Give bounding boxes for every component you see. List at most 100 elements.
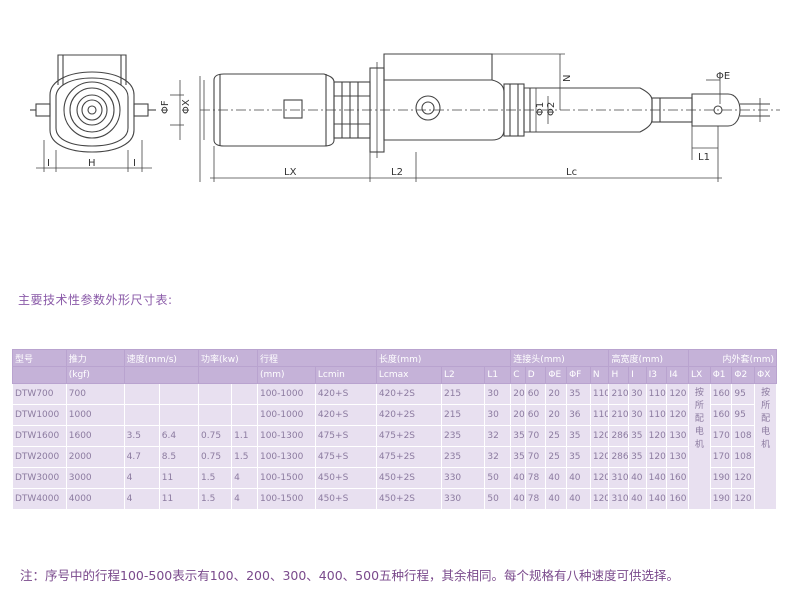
- cell-lcmax: 420+2S: [375, 383, 442, 405]
- label-O2: Φ2: [546, 102, 557, 116]
- cell-oe: 25: [545, 446, 568, 468]
- cell-speed2: 8.5: [158, 446, 200, 468]
- cell-o2: 120: [731, 488, 756, 510]
- cell-stroke: 100-1300: [256, 425, 316, 447]
- cell-d: 60: [524, 404, 547, 426]
- cell-i: 35: [628, 446, 647, 468]
- cell-l2: 235: [440, 446, 486, 468]
- header-o1: Φ1: [709, 366, 733, 384]
- cell-ox-merged: 按所配电机: [754, 383, 777, 510]
- header-connector: 连接头(mm): [510, 349, 610, 367]
- cell-n: 120: [589, 488, 610, 510]
- cell-d: 60: [524, 383, 547, 405]
- header-h: H: [608, 366, 630, 384]
- cell-d: 70: [524, 446, 547, 468]
- cell-thrust: 1600: [65, 425, 125, 447]
- cell-speed2: [158, 383, 200, 405]
- cell-power1: 1.5: [198, 467, 233, 489]
- label-I-left: I: [47, 158, 50, 169]
- cell-o1: 160: [709, 404, 733, 426]
- cell-stroke: 100-1500: [256, 467, 316, 489]
- table-row: DTW2000 2000 4.7 8.5 0.75 1.5 100-1300 4…: [12, 446, 777, 468]
- header-i: I: [628, 366, 647, 384]
- cell-speed1: [123, 383, 160, 405]
- header-lx: LX: [688, 366, 711, 384]
- header-stroke: 行程: [256, 349, 377, 367]
- cell-power2: 1.5: [231, 446, 258, 468]
- header-ox: ΦX: [754, 366, 777, 384]
- cell-stroke: 100-1000: [256, 404, 316, 426]
- actuator-technical-drawing: H I I ΦX ΦF LX L2 Lc N ΦE Φ1 Φ2 L1: [30, 53, 780, 182]
- header-c: C: [510, 366, 526, 384]
- cell-power2: 1.1: [231, 425, 258, 447]
- cell-c: 40: [510, 467, 526, 489]
- cell-h: 210: [608, 404, 630, 426]
- cell-stroke: 100-1000: [256, 383, 316, 405]
- cell-n: 120: [589, 467, 610, 489]
- cell-model: DTW700: [12, 383, 67, 405]
- cell-o1: 160: [709, 383, 733, 405]
- cell-l2: 215: [440, 383, 486, 405]
- cell-speed2: 11: [158, 467, 200, 489]
- cell-speed2: 6.4: [158, 425, 200, 447]
- cell-l1: 50: [484, 467, 512, 489]
- table-row: DTW1600 1600 3.5 6.4 0.75 1.1 100-1300 4…: [12, 425, 777, 447]
- header-mm: (mm): [256, 366, 316, 384]
- header-l2: L2: [440, 366, 486, 384]
- cell-lcmin: 475+S: [314, 446, 377, 468]
- cell-l2: 235: [440, 425, 486, 447]
- cell-d: 70: [524, 425, 547, 447]
- header-lcmin: Lcmin: [314, 366, 377, 384]
- cell-o1: 190: [709, 467, 733, 489]
- cell-n: 120: [589, 425, 610, 447]
- table-row: DTW700 700 100-1000 420+S 420+2S 215 30 …: [12, 383, 777, 510]
- cell-lcmin: 450+S: [314, 488, 377, 510]
- cell-h: 210: [608, 383, 630, 405]
- header-model: 型号: [12, 349, 67, 367]
- cell-lcmin: 475+S: [314, 425, 377, 447]
- spec-table-body: DTW700 700 100-1000 420+S 420+2S 215 30 …: [12, 383, 777, 510]
- header-l1: L1: [484, 366, 512, 384]
- cell-c: 20: [510, 404, 526, 426]
- cell-oe: 20: [545, 383, 568, 405]
- section-title: 主要技术性参数外形尺寸表:: [18, 293, 173, 307]
- cell-lcmin: 450+S: [314, 467, 377, 489]
- cell-model: DTW3000: [12, 467, 67, 489]
- label-H: H: [88, 158, 96, 169]
- cell-l1: 32: [484, 425, 512, 447]
- cell-l2: 215: [440, 404, 486, 426]
- cell-d: 78: [524, 488, 547, 510]
- cell-i3: 140: [645, 467, 668, 489]
- cell-c: 20: [510, 383, 526, 405]
- header-oe: ΦE: [545, 366, 568, 384]
- cell-power1: [198, 404, 233, 426]
- cell-speed2: [158, 404, 200, 426]
- cell-o2: 120: [731, 467, 756, 489]
- cell-speed2: 11: [158, 488, 200, 510]
- cell-h: 310: [608, 467, 630, 489]
- cell-power2: 4: [231, 467, 258, 489]
- cell-l1: 30: [484, 383, 512, 405]
- header-row-1: 型号 推力 速度(mm/s) 功率(kw) 行程 长度(mm) 连接头(mm) …: [12, 349, 777, 367]
- end-view-drawing: [30, 54, 184, 172]
- cell-h: 286: [608, 446, 630, 468]
- label-Lc: Lc: [566, 167, 577, 178]
- header-height-width: 高宽度(mm): [608, 349, 690, 367]
- cell-i4: 160: [666, 467, 690, 489]
- header-d: D: [524, 366, 547, 384]
- cell-l2: 330: [440, 467, 486, 489]
- cell-model: DTW1600: [12, 425, 67, 447]
- label-I-right: I: [133, 158, 136, 169]
- cell-d: 78: [524, 467, 547, 489]
- table-row: DTW3000 3000 4 11 1.5 4 100-1500 450+S 4…: [12, 467, 777, 489]
- cell-lcmin: 420+S: [314, 383, 377, 405]
- cell-lcmax: 420+2S: [375, 404, 442, 426]
- cell-i: 30: [628, 383, 647, 405]
- cell-c: 35: [510, 425, 526, 447]
- spec-table: 型号 推力 速度(mm/s) 功率(kw) 行程 长度(mm) 连接头(mm) …: [12, 349, 777, 510]
- cell-n: 110: [589, 404, 610, 426]
- cell-o2: 108: [731, 446, 756, 468]
- cell-power1: 1.5: [198, 488, 233, 510]
- header-row-2: (kgf) (mm) Lcmin Lcmax L2 L1 C D ΦE ΦF N…: [12, 366, 777, 384]
- cell-o2: 95: [731, 404, 756, 426]
